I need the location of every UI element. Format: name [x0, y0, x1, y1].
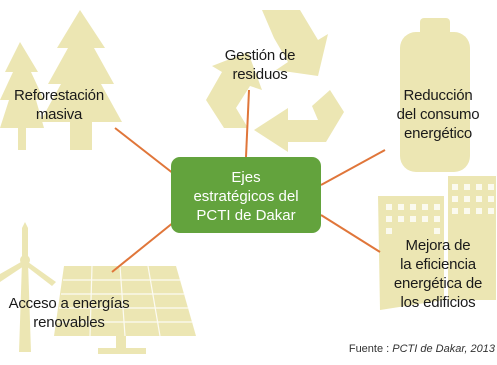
- label-line: la eficiencia: [400, 256, 476, 273]
- center-line: PCTI de Dakar: [196, 206, 296, 224]
- pine-trees-icon: [0, 10, 122, 150]
- label-residuos: Gestión de residuos: [205, 46, 315, 84]
- recycle-icon: [206, 10, 344, 152]
- label-line: los edificios: [400, 294, 476, 311]
- source-text: PCTI de Dakar, 2013: [392, 343, 495, 355]
- label-line: energético: [403, 125, 473, 142]
- connector-consumo: [320, 149, 386, 186]
- label-consumo: Reducción del consumo energético: [382, 86, 494, 143]
- center-node: Ejes estratégicos del PCTI de Dakar: [171, 157, 321, 233]
- battery-icon: [400, 18, 470, 172]
- center-line: estratégicos del: [193, 187, 299, 205]
- label-line: Reducción: [403, 87, 473, 104]
- label-line: masiva: [35, 106, 83, 123]
- connector-renovables: [111, 221, 175, 273]
- solar-panel-icon: [54, 265, 196, 354]
- label-eficiencia: Mejora de la eficiencia energética de lo…: [382, 236, 494, 312]
- center-line: Ejes: [231, 168, 261, 186]
- wind-turbine-icon: [0, 222, 56, 352]
- source-note: Fuente : PCTI de Dakar, 2013: [349, 343, 495, 355]
- connector-residuos: [245, 89, 250, 158]
- label-line: Acceso a energías: [8, 295, 130, 312]
- label-line: Mejora de: [405, 237, 471, 254]
- label-reforestacion: Reforestación masiva: [0, 86, 118, 124]
- connectors: [111, 89, 386, 273]
- label-renovables: Acceso a energías renovables: [0, 294, 138, 332]
- label-line: renovables: [33, 314, 105, 331]
- label-line: Reforestación: [14, 87, 104, 104]
- connector-reforestacion: [114, 127, 175, 175]
- label-line: Gestión de: [224, 47, 296, 64]
- label-line: residuos: [232, 66, 288, 83]
- label-line: del consumo: [396, 106, 480, 123]
- connector-eficiencia: [320, 214, 381, 253]
- buildings-icon: [378, 176, 496, 310]
- source-prefix: Fuente :: [348, 343, 393, 355]
- label-line: energética de: [393, 275, 483, 292]
